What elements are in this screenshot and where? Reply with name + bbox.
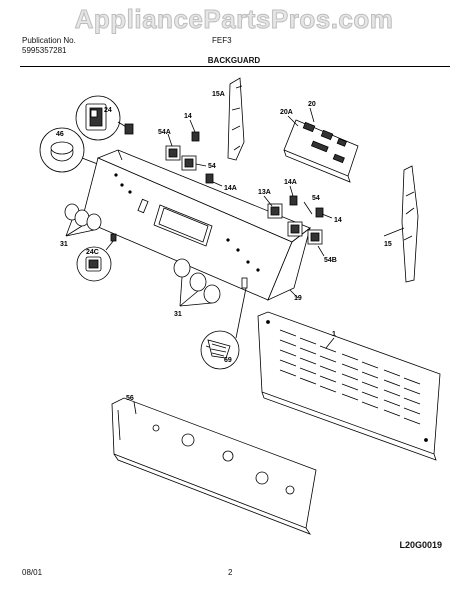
footer-page-number: 2 xyxy=(228,568,233,577)
part-69-screw xyxy=(200,277,248,370)
part-31-knobs-right xyxy=(173,258,221,307)
callout-54-top: 54 xyxy=(208,163,216,170)
callout-31-right: 31 xyxy=(174,311,182,318)
footer-date: 08/01 xyxy=(22,568,43,577)
drawing-code: L20G0019 xyxy=(399,540,442,550)
header-rule xyxy=(20,66,450,67)
part-1-rear-panel xyxy=(257,311,441,461)
part-24c-switch xyxy=(76,233,117,282)
callout-15a: 15A xyxy=(212,91,225,98)
part-24-rocker-switch xyxy=(75,95,134,141)
callout-24c: 24C xyxy=(86,249,99,256)
callout-13a: 13A xyxy=(258,189,271,196)
callout-14-right: 14 xyxy=(334,217,342,224)
callout-20a: 20A xyxy=(280,109,293,116)
part-56-bracket-panel xyxy=(111,397,317,535)
callout-46: 46 xyxy=(56,131,64,138)
publication-number: 5995357281 xyxy=(22,46,67,55)
callout-54a: 54A xyxy=(158,129,171,136)
callout-54-right: 54 xyxy=(312,195,320,202)
section-title: BACKGUARD xyxy=(207,56,261,65)
callout-56: 56 xyxy=(126,395,134,402)
callout-1: 1 xyxy=(332,331,336,338)
callout-14a-top: 14A xyxy=(224,185,237,192)
callout-69: 69 xyxy=(224,357,232,364)
callout-19: 19 xyxy=(294,295,302,302)
callout-14-top: 14 xyxy=(184,113,192,120)
watermark: AppliancePartsPros.com xyxy=(74,4,394,35)
part-31-knobs-left xyxy=(64,203,102,237)
lower-switch-cluster xyxy=(263,185,333,257)
part-19-control-panel xyxy=(81,149,311,301)
callout-31-left: 31 xyxy=(60,241,68,248)
callout-14a-right: 14A xyxy=(284,179,297,186)
callout-20: 20 xyxy=(308,101,316,108)
callout-54b: 54B xyxy=(324,257,337,264)
callout-24: 24 xyxy=(104,107,112,114)
part-15-side-trim xyxy=(383,165,419,283)
upper-switch-cluster xyxy=(165,119,223,187)
model-label: FEF3 xyxy=(212,36,232,45)
part-20-control-board xyxy=(283,107,359,183)
callout-15: 15 xyxy=(384,241,392,248)
publication-label: Publication No. xyxy=(22,36,76,45)
part-15a-side-trim xyxy=(227,77,245,161)
